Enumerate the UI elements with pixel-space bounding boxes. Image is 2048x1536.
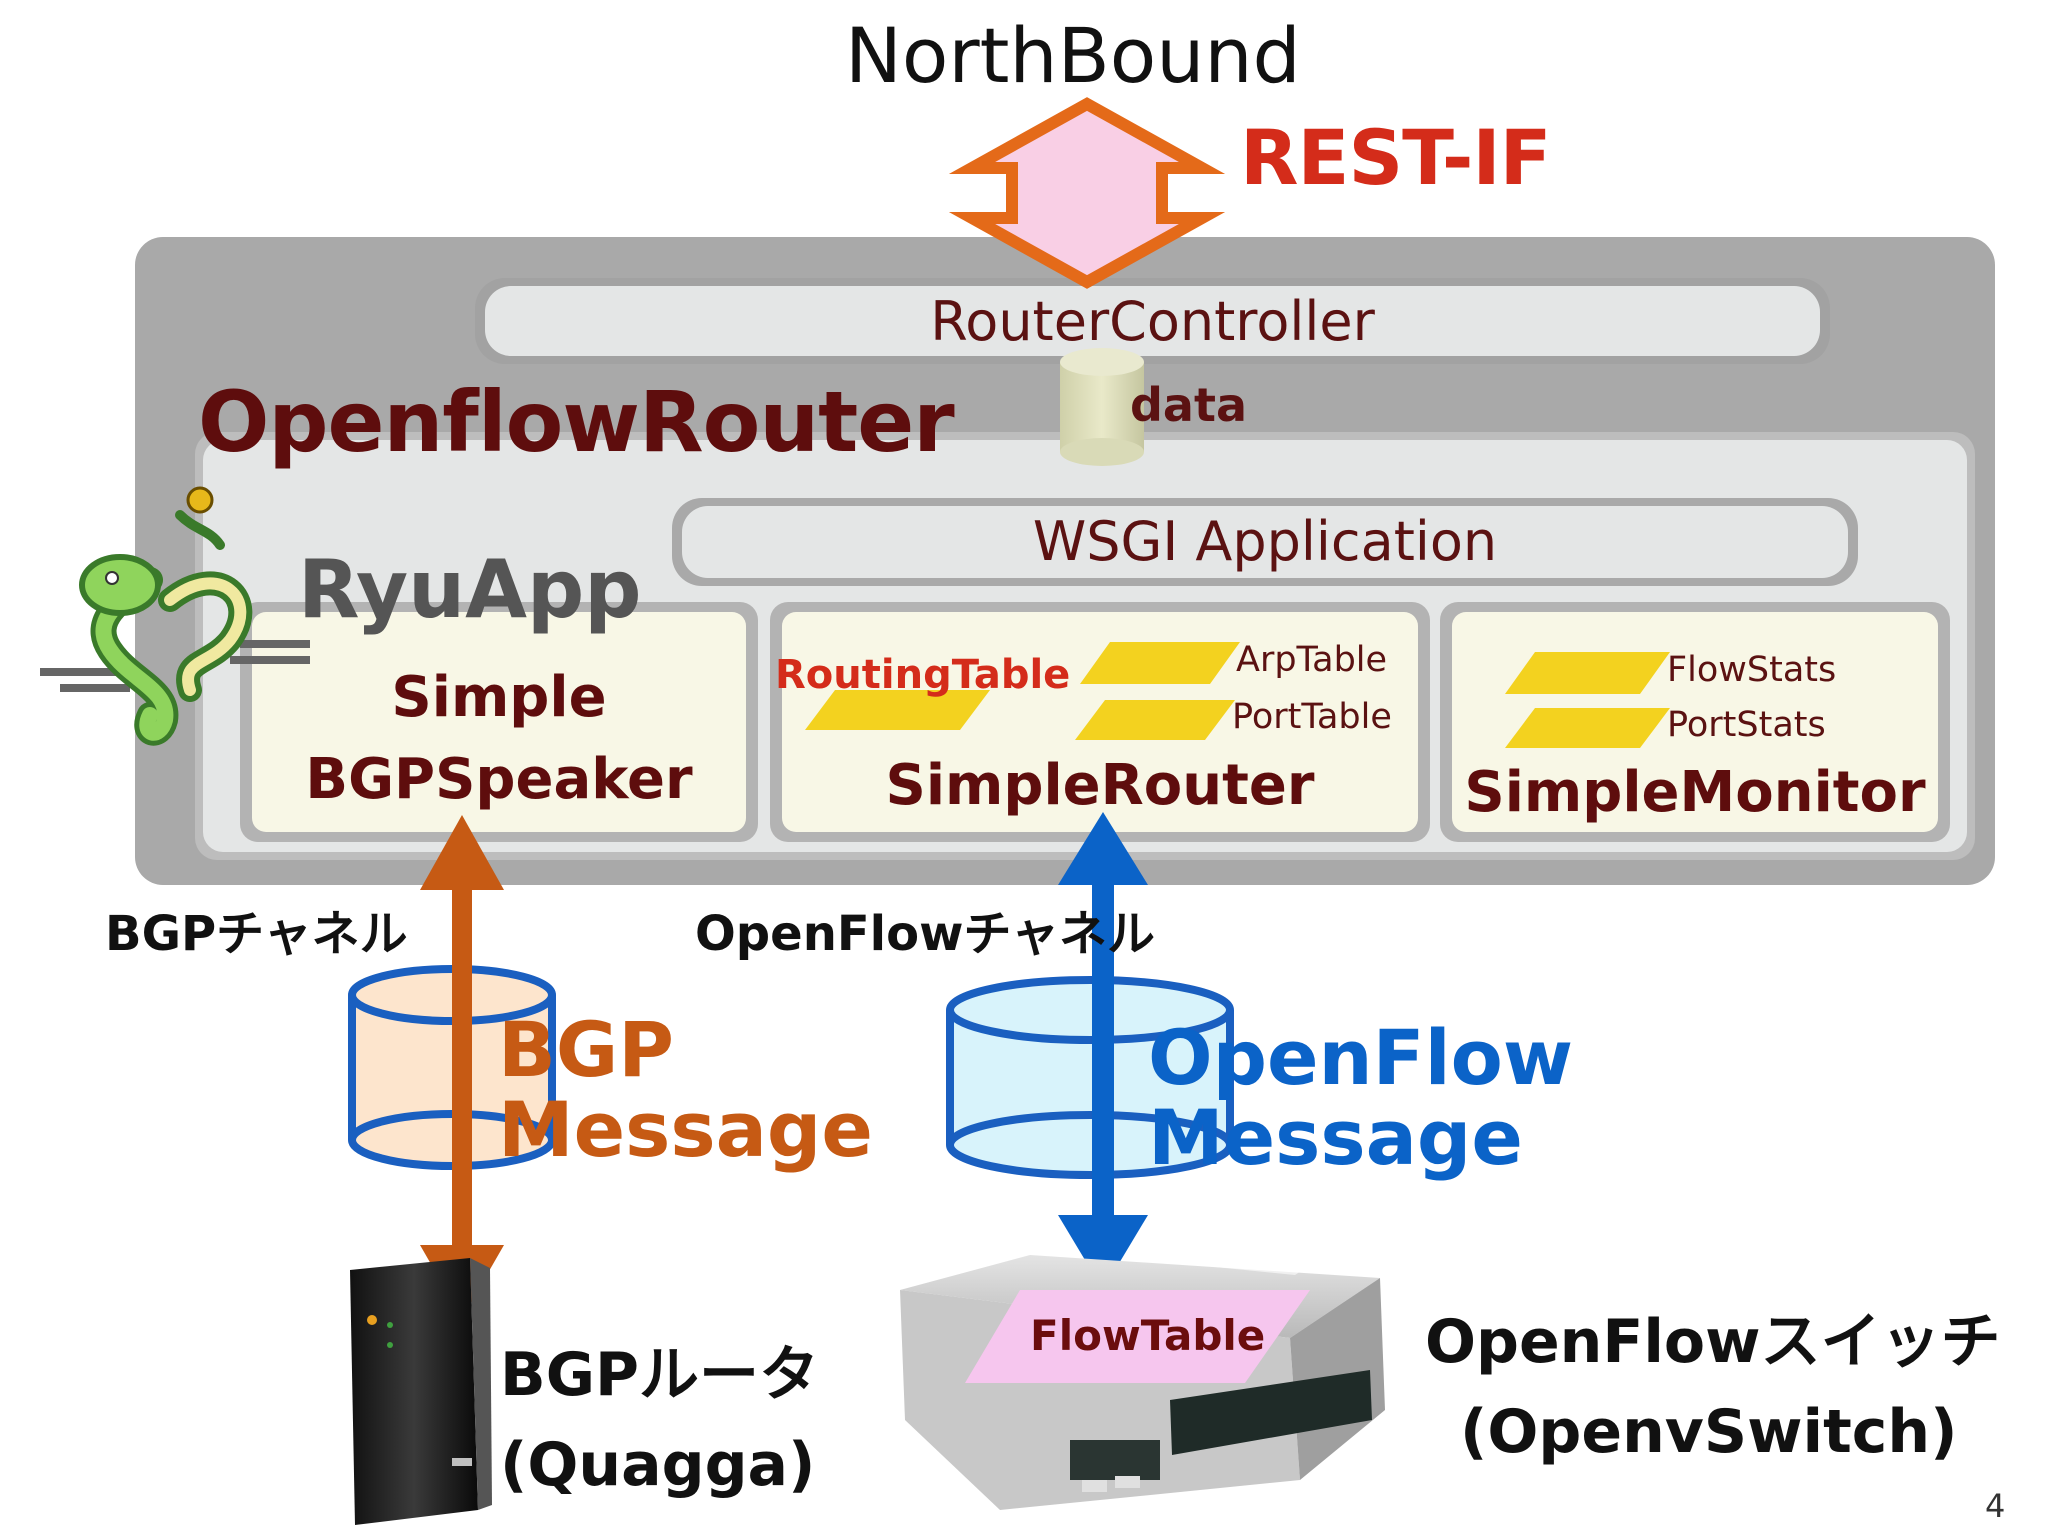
bgp-message-label-line1: BGP: [498, 1005, 675, 1094]
router-controller-label: RouterController: [930, 290, 1375, 353]
arp-table-label: ArpTable: [1236, 640, 1388, 680]
bgp-router-label-line1: BGPルータ: [500, 1340, 819, 1410]
openflow-channel-label: OpenFlowチャネル: [695, 906, 1155, 962]
router-device-icon: [350, 1258, 492, 1525]
port-stats-shape: [1505, 708, 1670, 748]
data-cylinder-icon: [1060, 348, 1144, 466]
bgp-router-label-line2: (Quagga): [500, 1430, 816, 1500]
port-table-label: PortTable: [1232, 697, 1392, 737]
simple-speaker-label-line2: BGPSpeaker: [305, 747, 693, 812]
bgp-message-label-line2: Message: [498, 1085, 873, 1174]
switch-label-line1: OpenFlowスイッチ: [1425, 1307, 2001, 1377]
router-controller-bar: [485, 286, 1820, 356]
flow-stats-shape: [1505, 652, 1670, 694]
wsgi-bar: [682, 506, 1848, 578]
rest-if-double-arrow: [948, 97, 1226, 289]
routing-table-shape: [805, 690, 990, 730]
openflow-channel-arrow: [1058, 812, 1148, 1290]
arp-table-shape: [1080, 642, 1240, 684]
flow-stats-label: FlowStats: [1667, 650, 1837, 690]
openflow-message-label-line2: Message: [1148, 1093, 1523, 1182]
switch-label-line2: (OpenvSwitch): [1460, 1397, 1958, 1467]
simple-router-label: SimpleRouter: [885, 753, 1315, 818]
flow-table-shape: [965, 1290, 1310, 1383]
ryuapp-label: RyuApp: [298, 543, 642, 636]
openflow-message-cylinder-icon: [946, 976, 1234, 1179]
data-label: data: [1130, 378, 1247, 432]
wsgi-application-label: WSGI Application: [1032, 510, 1498, 573]
port-stats-label: PortStats: [1667, 705, 1826, 745]
northbound-label: NorthBound: [845, 11, 1301, 100]
openflow-message-label-line1: OpenFlow: [1148, 1013, 1574, 1102]
bgp-channel-label: BGPチャネル: [105, 906, 408, 962]
openflow-router-title: OpenflowRouter: [198, 373, 955, 471]
simple-monitor-label: SimpleMonitor: [1464, 760, 1926, 825]
simple-speaker-label-line1: Simple: [391, 665, 607, 730]
ryu-dragon-icon: [40, 486, 310, 746]
simple-bgp-speaker-box: [252, 612, 746, 832]
flow-table-label: FlowTable: [1030, 1311, 1266, 1360]
port-table-shape: [1075, 700, 1235, 740]
rest-if-label: REST-IF: [1240, 113, 1552, 202]
page-number: 4: [1985, 1487, 2006, 1525]
routing-table-label: RoutingTable: [775, 652, 1071, 698]
